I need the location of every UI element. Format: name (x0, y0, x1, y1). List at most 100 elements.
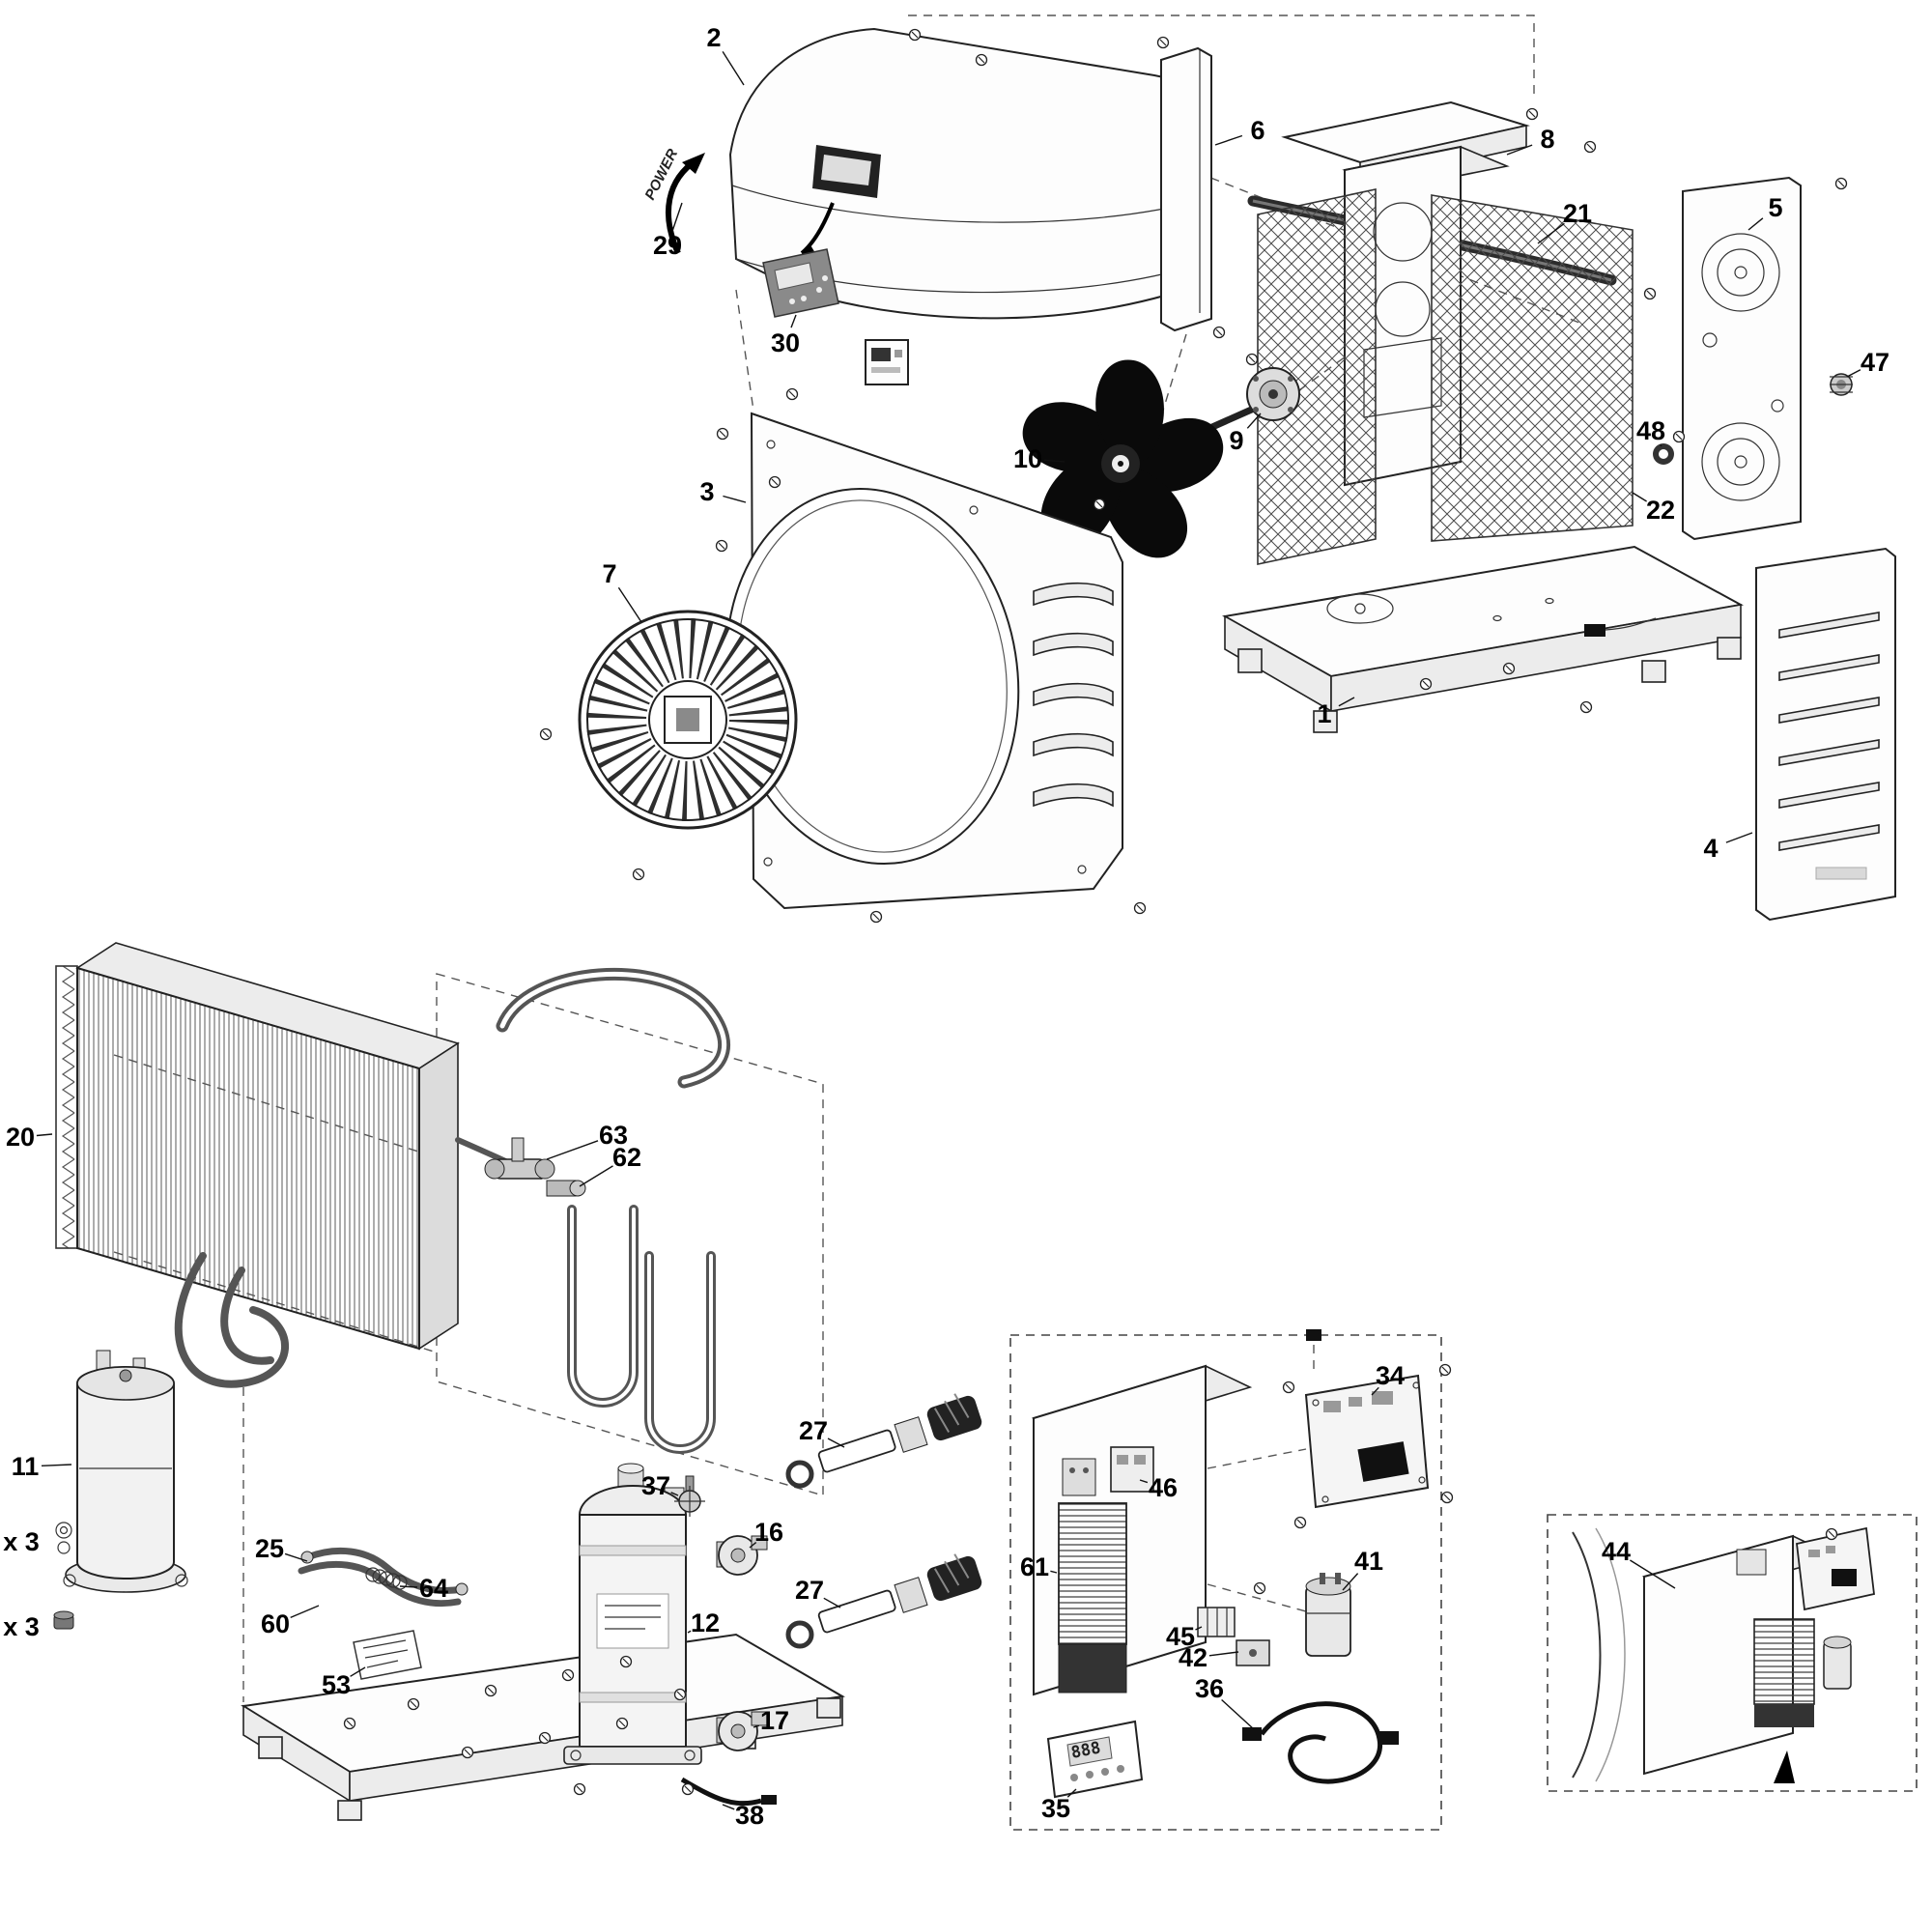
part-callout-10: 10 (1013, 444, 1042, 473)
part-leader-44 (1630, 1559, 1676, 1589)
capillary-tubing (298, 1547, 469, 1608)
part-leader-47 (1846, 369, 1861, 378)
part-leader-46 (1139, 1479, 1149, 1484)
part-leader-22 (1632, 492, 1647, 502)
mesh-screens (1257, 188, 1634, 565)
part-callout-6: 6 (1250, 116, 1264, 145)
part-callout-5: 5 (1768, 193, 1782, 222)
part-leader-1 (1338, 697, 1355, 707)
front-panel (724, 412, 1123, 910)
base-pan (1222, 545, 1744, 733)
part-callout-11: 11 (12, 1452, 40, 1481)
part-callout-37: 37 (641, 1471, 670, 1500)
compressor (63, 1350, 188, 1593)
label-sticker (353, 1630, 422, 1680)
part-leader-53 (350, 1666, 366, 1677)
grommet (1653, 443, 1674, 465)
part-leader-62 (579, 1165, 613, 1187)
part-callout-27: 27 (795, 1576, 824, 1605)
part-callout-62: 62 (612, 1143, 641, 1172)
electrical-box-group: 888 (1009, 1329, 1442, 1831)
multiplier-label-2: x 3 (3, 1612, 40, 1641)
part-callout-16: 16 (754, 1518, 783, 1547)
part-leader-45 (1195, 1626, 1203, 1631)
detail-pcb (1796, 1526, 1875, 1611)
refrigerant-piping (455, 968, 730, 1454)
breaker (1062, 1458, 1096, 1496)
part-leader-37 (670, 1492, 679, 1496)
fan-blade (1022, 359, 1224, 558)
service-valves (484, 1137, 586, 1197)
part-leader-4 (1725, 832, 1753, 843)
part-callout-20: 20 (6, 1123, 35, 1152)
part-callout-48: 48 (1636, 416, 1665, 445)
top-cover: POWER (641, 27, 1209, 320)
back-panel (1682, 176, 1802, 541)
part-callout-9: 9 (1229, 426, 1243, 455)
part-leader-27 (823, 1597, 841, 1608)
part-leader-29 (671, 202, 683, 231)
part-leader-5 (1747, 217, 1764, 231)
drain-fitting (1830, 373, 1853, 396)
part-callout-38: 38 (735, 1801, 764, 1830)
part-leader-11 (41, 1464, 72, 1466)
detail-capacitor (1823, 1636, 1852, 1690)
part-callout-29: 29 (653, 231, 682, 260)
part-leader-7 (617, 586, 642, 623)
sensor-cable (1242, 1701, 1399, 1784)
part-leader-3 (723, 495, 747, 503)
part-callout-4: 4 (1703, 834, 1718, 863)
part-leader-61 (1050, 1570, 1058, 1574)
part-leader-30 (790, 314, 797, 328)
pointer-triangle (1774, 1750, 1795, 1783)
part-leader-60 (290, 1605, 320, 1619)
part-callout-42: 42 (1179, 1643, 1208, 1672)
part-callout-47: 47 (1861, 348, 1889, 377)
corner-post (1160, 46, 1212, 332)
part-callout-53: 53 (322, 1670, 351, 1699)
heat-sink-base (1058, 1643, 1127, 1694)
control-box-detail-group (1547, 1514, 1918, 1792)
part-callout-61: 61 (1020, 1552, 1049, 1581)
part-leader-64 (399, 1585, 418, 1588)
detail-heat-sink-base (1754, 1704, 1814, 1727)
part-callout-12: 12 (691, 1608, 720, 1637)
part-leader-21 (1537, 222, 1565, 244)
part-leader-16 (749, 1542, 757, 1549)
part-callout-8: 8 (1540, 125, 1554, 154)
part-callout-3: 3 (699, 477, 714, 506)
multiplier-label-1: x 3 (3, 1527, 40, 1556)
part-leader-35 (1066, 1788, 1077, 1798)
terminal-block (1197, 1607, 1236, 1637)
side-panel (1755, 547, 1896, 922)
part-leader-6 (1214, 134, 1243, 146)
detail-heat-sink (1753, 1618, 1815, 1705)
union-coupling-lower (785, 1553, 982, 1649)
copper-tube-loops (174, 1252, 289, 1388)
mount-grommets (53, 1610, 74, 1630)
part-leader-20 (36, 1133, 53, 1137)
heat-exchanger-tank (563, 1463, 702, 1765)
bleed-valve (674, 1475, 705, 1517)
keypad (762, 248, 839, 318)
control-pcb (1304, 1374, 1430, 1509)
part-leader-34 (1371, 1386, 1379, 1396)
part-callout-1: 1 (1317, 699, 1331, 728)
part-callout-22: 22 (1646, 496, 1675, 525)
part-callout-17: 17 (760, 1706, 789, 1735)
part-callout-30: 30 (771, 328, 800, 357)
part-leader-25 (284, 1552, 308, 1562)
part-callout-46: 46 (1149, 1473, 1178, 1502)
part-leader-38 (722, 1804, 735, 1810)
part-leader-9 (1246, 413, 1262, 429)
water-valve-17 (716, 1711, 768, 1751)
detail-box-border (1547, 1514, 1918, 1792)
union-coupling-upper (785, 1393, 982, 1489)
mount-washers (55, 1522, 72, 1554)
part-callout-35: 35 (1041, 1794, 1070, 1823)
part-callout-44: 44 (1602, 1537, 1631, 1566)
part-callout-25: 25 (255, 1534, 284, 1563)
part-callout-27: 27 (799, 1416, 828, 1445)
